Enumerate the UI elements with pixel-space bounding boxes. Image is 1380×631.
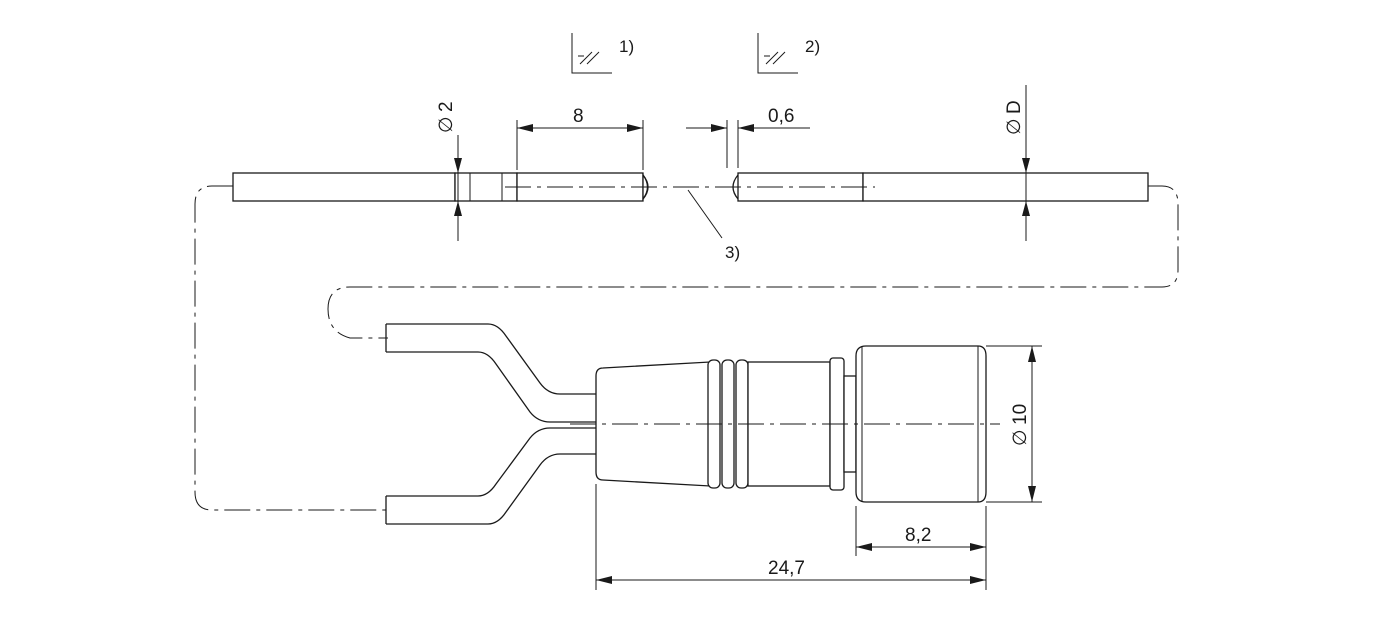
dim-gap <box>686 120 810 168</box>
dim-connector-diameter <box>986 345 1042 503</box>
dim-total-length-value: 24,7 <box>768 558 805 579</box>
cable-route-left <box>194 185 388 511</box>
dim-probe-diameter <box>454 135 462 241</box>
wire-lead-upper <box>385 323 598 423</box>
dim-connector-diameter-symbol: ∅ <box>1010 429 1031 446</box>
dim-probe-diameter-value: 2 <box>436 101 457 112</box>
note-label-1: 1) <box>619 37 634 56</box>
dim-total-length <box>595 484 986 590</box>
wire-lead-lower <box>385 427 598 525</box>
probe-right <box>732 172 1149 202</box>
dim-nut-length <box>855 506 987 590</box>
note-label-3: 3) <box>725 243 740 262</box>
surface-symbol-1 <box>571 33 612 74</box>
note3-leader <box>687 189 723 239</box>
probe-left <box>232 172 649 202</box>
dim-cable-diameter <box>1022 85 1030 241</box>
dim-probe-diameter-symbol: ∅ <box>436 116 457 133</box>
dim-tip-length <box>516 120 644 170</box>
dim-gap-value: 0,6 <box>768 106 794 127</box>
surface-symbol-2 <box>757 33 798 74</box>
dim-cable-diameter-symbol: ∅ <box>1004 118 1025 135</box>
dim-nut-length-value: 8,2 <box>905 525 931 546</box>
dim-connector-diameter-value: 10 <box>1010 404 1031 425</box>
note-label-2: 2) <box>805 37 820 56</box>
dim-tip-length-value: 8 <box>573 106 584 127</box>
cable-route-right <box>327 185 1179 339</box>
dim-cable-diameter-value: D <box>1004 100 1025 114</box>
